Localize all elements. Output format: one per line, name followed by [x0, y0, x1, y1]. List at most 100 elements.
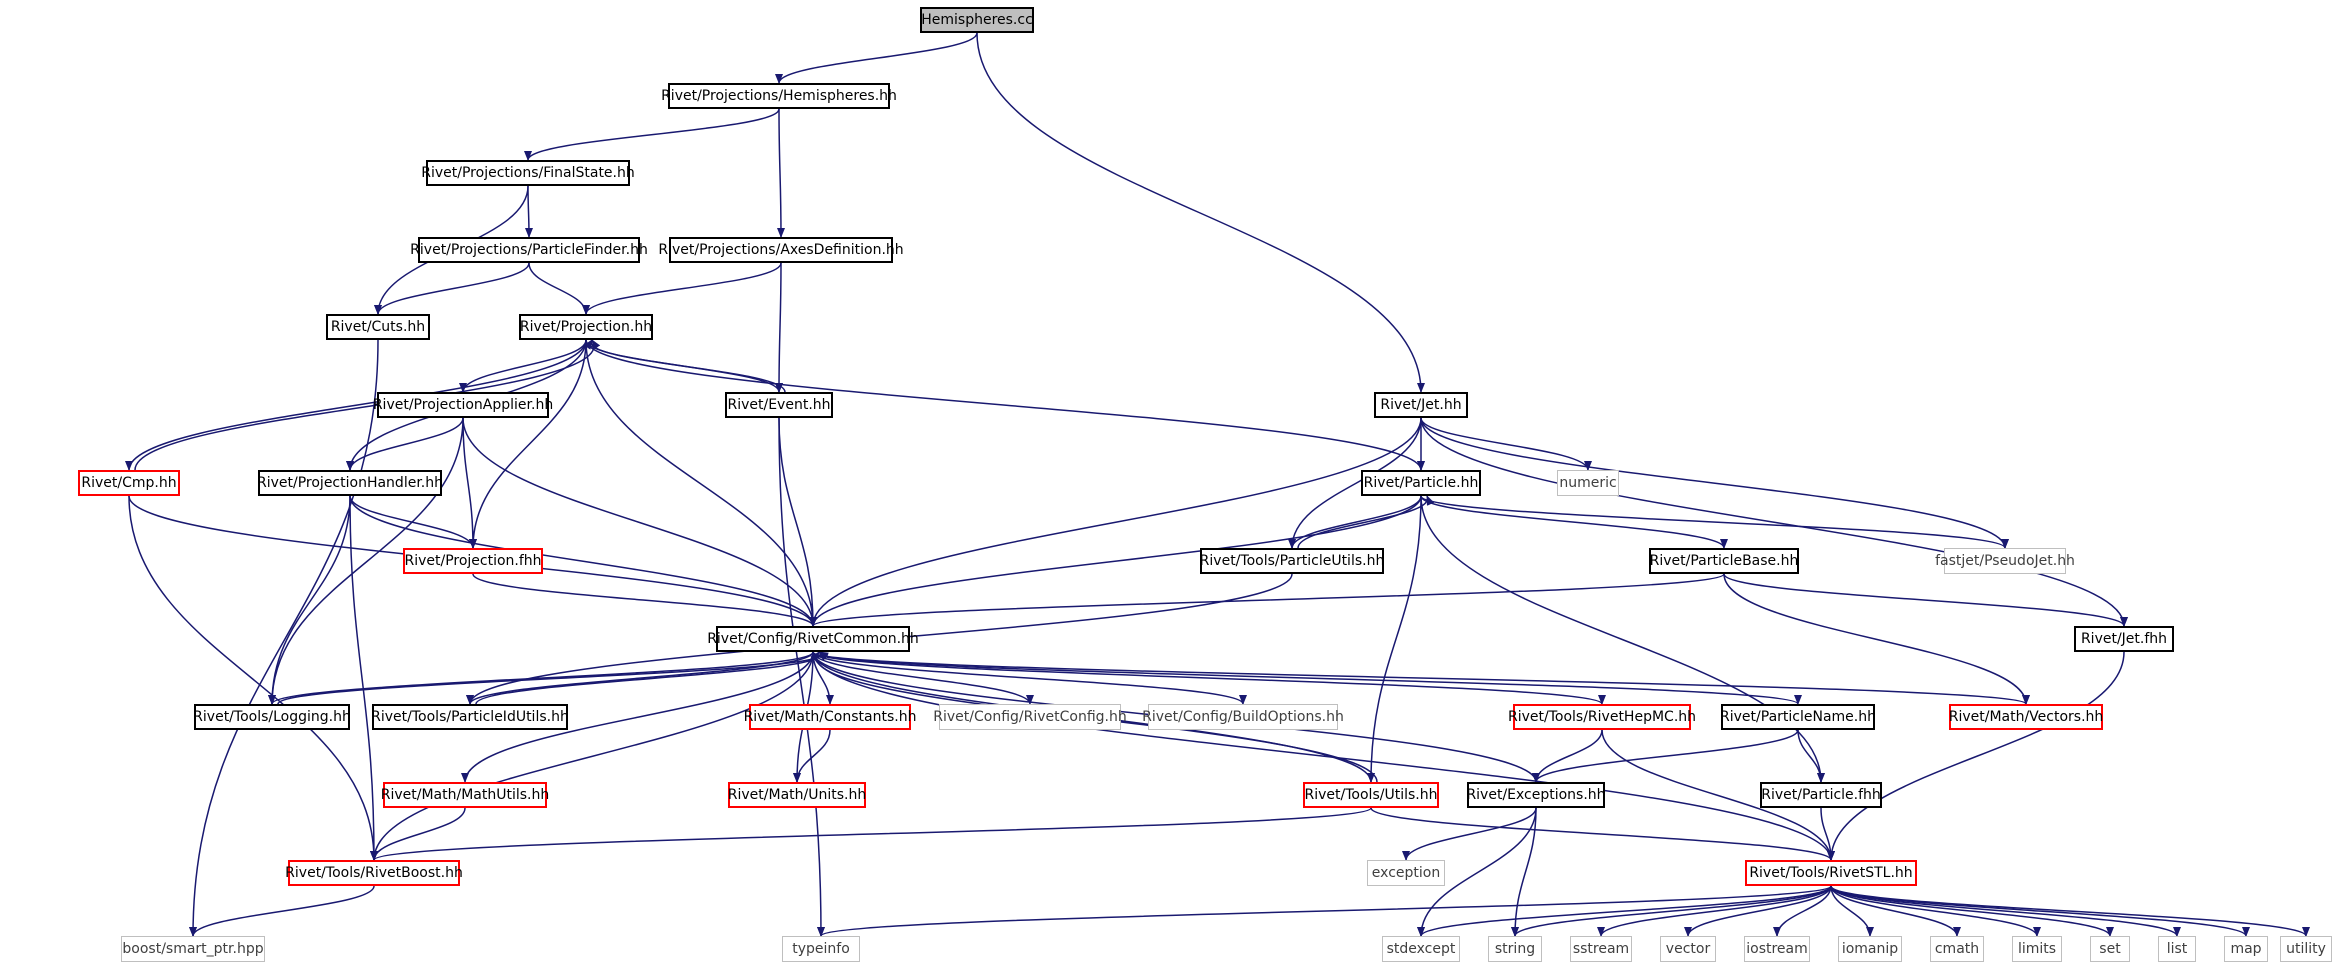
- edge-stl-to-stdexcept: [1417, 885, 1832, 937]
- edge-jet-to-numeric: [1420, 417, 1592, 471]
- node-iomanip: iomanip: [1838, 936, 1902, 962]
- edge-proj-to-cmp: [125, 339, 587, 471]
- node-axes[interactable]: Rivet/Projections/AxesDefinition.hh: [658, 237, 904, 263]
- node-event[interactable]: Rivet/Event.hh: [725, 392, 833, 418]
- edge-common-to-vectors: [812, 651, 2030, 705]
- edge-constants-to-units: [793, 729, 831, 783]
- edge-cmp-to-boost: [128, 495, 378, 861]
- edge-stl-to-iostream: [1773, 885, 1832, 937]
- edge-stl-to-list: [1830, 885, 2181, 937]
- node-pfhh[interactable]: Rivet/Particle.fhh: [1760, 782, 1882, 808]
- node-boost[interactable]: Rivet/Tools/RivetBoost.hh: [285, 860, 463, 886]
- edge-axes-to-proj: [582, 262, 782, 315]
- node-stdexcept: stdexcept: [1382, 936, 1460, 962]
- node-map: map: [2224, 936, 2268, 962]
- edge-projhandler-to-common: [349, 495, 817, 627]
- node-hepmc[interactable]: Rivet/Tools/RivetHepMC.hh: [1508, 704, 1696, 730]
- edge-particle-to-utils: [1367, 495, 1422, 783]
- node-stl[interactable]: Rivet/Tools/RivetSTL.hh: [1745, 860, 1917, 886]
- edge-projapp-to-common: [462, 417, 817, 627]
- node-exception: exception: [1367, 860, 1445, 886]
- edge-projhandler-to-boost: [349, 495, 378, 861]
- node-rconfig: Rivet/Config/RivetConfig.hh: [933, 704, 1127, 730]
- node-pidutils[interactable]: Rivet/Tools/ParticleIdUtils.hh: [371, 704, 569, 730]
- edge-common-to-buildopt: [812, 651, 1247, 705]
- edge-common-to-mathutils: [461, 651, 814, 783]
- edge-event-to-typeinfo: [778, 417, 825, 937]
- node-projfhh[interactable]: Rivet/Projection.fhh: [403, 548, 543, 574]
- edge-stl-to-limits: [1830, 885, 2041, 937]
- edge-pbase-to-common: [809, 573, 1725, 627]
- node-common[interactable]: Rivet/Config/RivetCommon.hh: [707, 626, 919, 652]
- edge-hepmc-to-stl: [1601, 729, 1835, 861]
- edge-stl-to-sstream: [1597, 885, 1832, 937]
- edge-particle-to-pseudojet: [1420, 495, 2009, 549]
- edge-boost-to-smartptr: [189, 885, 375, 937]
- edge-pf-to-cuts: [374, 262, 530, 315]
- edge-jetfhh-to-stl: [1827, 651, 2125, 861]
- edge-pidutils-to-common: [475, 651, 829, 705]
- edge-exceptions-to-exception: [1402, 807, 1537, 861]
- edge-logging-to-common: [277, 651, 829, 705]
- node-constants[interactable]: Rivet/Math/Constants.hh: [744, 704, 916, 730]
- node-jet[interactable]: Rivet/Jet.hh: [1374, 392, 1468, 418]
- node-hemhh[interactable]: Rivet/Projections/Hemispheres.hh: [661, 83, 897, 109]
- edge-jet-to-pseudojet: [1420, 417, 2009, 549]
- edge-pf-to-proj: [528, 262, 590, 315]
- node-string: string: [1488, 936, 1542, 962]
- edge-particle-to-pfhh: [1420, 495, 1825, 783]
- edge-utils-to-boost: [370, 807, 1372, 861]
- node-putils[interactable]: Rivet/Tools/ParticleUtils.hh: [1200, 548, 1384, 574]
- node-sstream: sstream: [1570, 936, 1632, 962]
- edge-particle-to-pbase: [1420, 495, 1728, 549]
- node-pseudojet: fastjet/PseudoJet.hh: [1935, 548, 2075, 574]
- node-cmp[interactable]: Rivet/Cmp.hh: [78, 470, 180, 496]
- edge-pname-to-pfhh: [1797, 729, 1825, 783]
- node-hemcc: Hemispheres.cc: [920, 7, 1034, 33]
- node-jetfhh[interactable]: Rivet/Jet.fhh: [2074, 626, 2174, 652]
- node-cuts[interactable]: Rivet/Cuts.hh: [326, 314, 430, 340]
- node-utility: utility: [2280, 936, 2332, 962]
- node-set: set: [2090, 936, 2130, 962]
- node-smartptr: boost/smart_ptr.hpp: [121, 936, 265, 962]
- node-particle[interactable]: Rivet/Particle.hh: [1361, 470, 1481, 496]
- edge-jet-to-common: [809, 417, 1422, 627]
- edge-jet-to-jetfhh: [1420, 417, 2128, 627]
- edge-proj-to-common: [585, 339, 817, 627]
- edge-stl-to-iomanip: [1830, 885, 1874, 937]
- node-pbase[interactable]: Rivet/ParticleBase.hh: [1649, 548, 1799, 574]
- edge-pbase-to-vectors: [1723, 573, 2030, 705]
- edge-projapp-to-logging: [268, 417, 464, 705]
- edge-projfhh-to-common: [472, 573, 817, 627]
- node-exceptions[interactable]: Rivet/Exceptions.hh: [1466, 782, 1606, 808]
- node-utils[interactable]: Rivet/Tools/Utils.hh: [1303, 782, 1439, 808]
- edge-common-to-logging: [268, 651, 814, 705]
- node-iostream: iostream: [1744, 936, 1810, 962]
- edge-stl-to-vector: [1684, 885, 1832, 937]
- node-projhandler[interactable]: Rivet/ProjectionHandler.hh: [257, 470, 443, 496]
- node-list: list: [2158, 936, 2196, 962]
- node-units[interactable]: Rivet/Math/Units.hh: [728, 782, 866, 808]
- edge-exceptions-to-string: [1511, 807, 1537, 937]
- edge-proj-to-particle: [585, 339, 1425, 471]
- edge-proj-to-projfhh: [469, 339, 587, 549]
- edge-event-to-common: [778, 417, 817, 627]
- node-pname[interactable]: Rivet/ParticleName.hh: [1720, 704, 1876, 730]
- edge-projapp-to-projfhh: [462, 417, 477, 549]
- node-buildopt: Rivet/Config/BuildOptions.hh: [1142, 704, 1344, 730]
- edge-event-to-proj: [583, 339, 786, 393]
- node-vectors[interactable]: Rivet/Math/Vectors.hh: [1949, 704, 2103, 730]
- node-projapp[interactable]: Rivet/ProjectionApplier.hh: [373, 392, 553, 418]
- edge-hemhh-to-fs: [524, 108, 780, 161]
- edge-stl-to-typeinfo: [817, 885, 1832, 937]
- edge-common-to-boost: [370, 651, 814, 861]
- node-logging[interactable]: Rivet/Tools/Logging.hh: [193, 704, 351, 730]
- node-vector: vector: [1660, 936, 1716, 962]
- edge-particle-to-common: [809, 495, 1422, 627]
- node-fs[interactable]: Rivet/Projections/FinalState.hh: [421, 160, 635, 186]
- node-proj[interactable]: Rivet/Projection.hh: [519, 314, 653, 340]
- node-mathutils[interactable]: Rivet/Math/MathUtils.hh: [381, 782, 549, 808]
- edge-common-to-pname: [812, 651, 1802, 705]
- node-numeric: numeric: [1557, 470, 1619, 496]
- node-pf[interactable]: Rivet/Projections/ParticleFinder.hh: [410, 237, 648, 263]
